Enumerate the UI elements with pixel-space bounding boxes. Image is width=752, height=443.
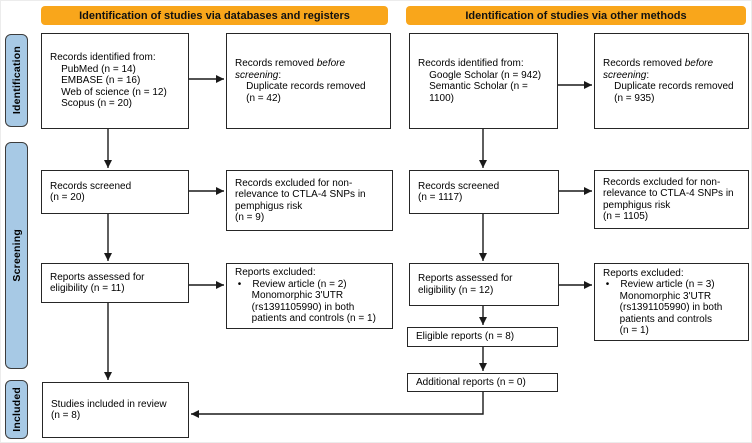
om-removed-prefix: Records removed: [603, 58, 685, 69]
db-records-removed-text: Records removed before screening: Duplic…: [235, 58, 385, 104]
db-removed-detail: Duplicate records removed (n = 42): [246, 81, 366, 104]
db-records-screened-text: Records screened (n = 20): [50, 180, 132, 204]
stage-screening: Screening: [5, 142, 28, 369]
arrow-om-additional-to-included: [191, 392, 484, 418]
db-records-identified-text: Records identified from: PubMed (n = 14)…: [50, 52, 167, 110]
box-om-reports-assessed: Reports assessed for eligibility (n = 12…: [409, 263, 559, 306]
box-db-records-screened: Records screened (n = 20): [41, 170, 189, 214]
header-databases-registers: Identification of studies via databases …: [41, 6, 388, 25]
om-records-removed-text: Records removed before screening: Duplic…: [603, 58, 743, 104]
om-additional-reports-text: Additional reports (n = 0): [416, 376, 526, 388]
box-om-additional-reports: Additional reports (n = 0): [407, 373, 558, 392]
om-reports-assessed-text: Reports assessed for eligibility (n = 12…: [418, 273, 513, 296]
box-db-records-removed: Records removed before screening: Duplic…: [226, 33, 391, 129]
db-reports-excluded-lines: Reports excluded: • Review article (n = …: [235, 267, 376, 325]
om-records-identified-text: Records identified from: Google Scholar …: [418, 58, 542, 104]
db-reports-assessed-text: Reports assessed for eligibility (n = 11…: [50, 271, 145, 295]
box-db-records-identified: Records identified from: PubMed (n = 14)…: [41, 33, 189, 129]
db-reports-excluded-text: Reports excluded: • Review article (n = …: [235, 267, 376, 325]
box-db-reports-assessed: Reports assessed for eligibility (n = 11…: [41, 263, 189, 303]
om-removed-detail: Duplicate records removed (n = 935): [614, 81, 734, 104]
stage-screening-label: Screening: [10, 229, 23, 282]
om-records-excluded-text: Records excluded for non- relevance to C…: [603, 176, 734, 223]
box-om-records-screened: Records screened (n = 1117): [409, 170, 559, 214]
stage-identification: Identification: [5, 34, 28, 127]
db-removed-italic: before screening: [235, 58, 348, 81]
box-studies-included: Studies included in review (n = 8): [42, 382, 189, 438]
box-om-eligible-reports: Eligible reports (n = 8): [407, 327, 558, 347]
box-om-reports-excluded: Reports excluded: • Review article (n = …: [594, 263, 749, 341]
stage-included: Included: [5, 380, 28, 439]
om-eligible-reports-text: Eligible reports (n = 8): [416, 331, 515, 343]
om-records-screened-text: Records screened (n = 1117): [418, 180, 500, 204]
studies-included-text: Studies included in review (n = 8): [51, 398, 167, 422]
box-db-reports-excluded: Reports excluded: • Review article (n = …: [226, 263, 393, 329]
om-removed-suffix: :: [646, 69, 650, 81]
header-other-methods: Identification of studies via other meth…: [406, 6, 746, 25]
box-om-records-removed: Records removed before screening: Duplic…: [594, 33, 749, 129]
stage-identification-label: Identification: [10, 46, 23, 115]
box-om-records-excluded: Records excluded for non- relevance to C…: [594, 170, 749, 229]
om-removed-italic: before screening: [603, 58, 716, 81]
db-records-excluded-text: Records excluded for non- relevance to C…: [235, 177, 366, 224]
om-reports-excluded-text: Reports excluded: • Review article (n = …: [603, 267, 723, 337]
db-removed-prefix: Records removed: [235, 58, 317, 69]
box-db-records-excluded: Records excluded for non- relevance to C…: [226, 170, 393, 231]
box-om-records-identified: Records identified from: Google Scholar …: [409, 33, 558, 129]
stage-included-label: Included: [10, 387, 23, 432]
db-removed-suffix: :: [278, 69, 282, 81]
